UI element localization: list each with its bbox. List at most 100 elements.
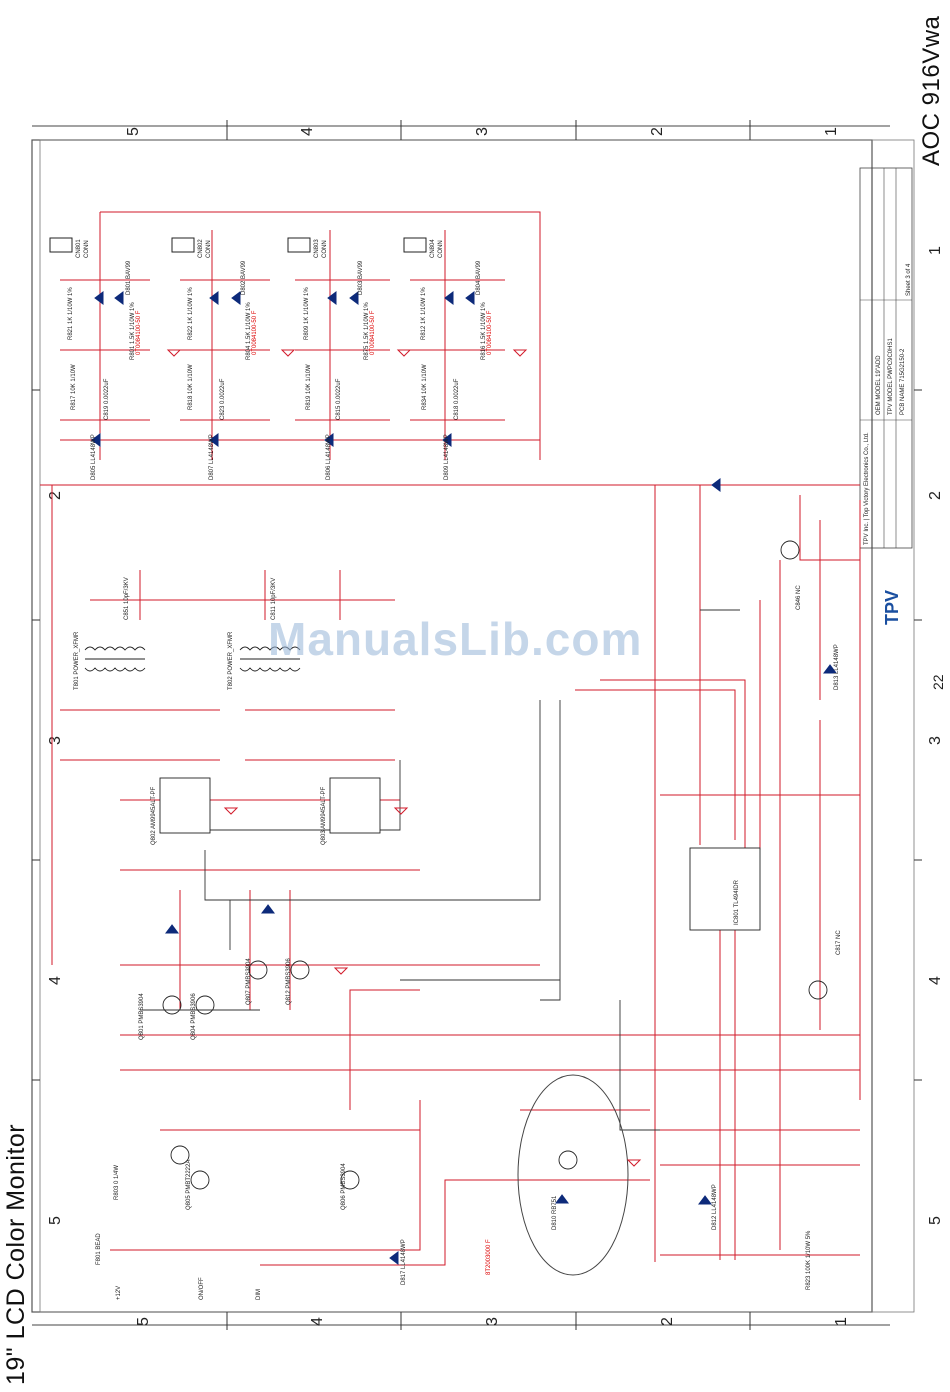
- document-title-left: 19" LCD Color Monitor: [2, 1123, 30, 1385]
- label-ic801: IC801 TL494IDR: [734, 879, 740, 925]
- label-r818: R818 10K 1/10W: [188, 364, 194, 410]
- grid-left-1: 2: [47, 491, 64, 500]
- grid-top-5: 1: [823, 127, 840, 136]
- label-c819: C819 0.0022uF: [104, 378, 110, 420]
- note-red-1: 0T0084100-50 F: [136, 310, 142, 355]
- diode-d807: [209, 433, 219, 447]
- transistor-q804: [195, 995, 215, 1015]
- ic-q803: [329, 777, 381, 834]
- transistor-q809b: [780, 540, 800, 560]
- label-r817: R817 10K 1/10W: [71, 364, 77, 410]
- driver-ics: [159, 777, 761, 931]
- diode-d809: [442, 433, 452, 447]
- grid-right-1: 1: [927, 246, 944, 255]
- document-title-right: AOC 916Vwa: [918, 15, 945, 166]
- label-r812: R812 1K 1/10W 1%: [421, 287, 427, 340]
- grid-top-1: 5: [125, 127, 142, 136]
- diode-d814: [823, 664, 837, 674]
- grid-top-4: 2: [649, 127, 666, 136]
- label-q804: Q804 PMBS3906: [191, 993, 197, 1040]
- transistor-q809: [170, 1145, 190, 1165]
- label-r803: R803 0 1/4W: [114, 1165, 120, 1200]
- label-t801: T801 POWER_XFMR: [74, 631, 80, 690]
- label-c846: C846 NC: [796, 585, 802, 610]
- note-red-5: 8T2003000 F: [486, 1239, 492, 1275]
- label-c811: C811 10pF/3KV: [271, 578, 277, 620]
- label-r816: R816 1.5K 1/10W 1%: [481, 302, 487, 360]
- grid-right-3: 3: [927, 736, 944, 745]
- grid-right-2: 2: [927, 491, 944, 500]
- transistor-q805: [190, 1170, 210, 1190]
- label-c818: C818 0.0022uF: [454, 378, 460, 420]
- ic-q802: [159, 777, 211, 834]
- label-q805: Q805 PMBT2222A: [186, 1160, 192, 1210]
- label-r823: R823 100K 1/10W 5%: [806, 1230, 812, 1290]
- transformer-t802: [239, 646, 301, 672]
- cn804-ref: CN804: [430, 239, 436, 258]
- transformers: [84, 646, 301, 672]
- label-c815: C815 0.0022uF: [336, 378, 342, 420]
- inner-frame: [39, 139, 915, 1313]
- label-dim: DIM: [256, 1289, 262, 1300]
- watermark: ManualsLib.com: [268, 613, 643, 665]
- grid-top-2: 4: [299, 127, 316, 136]
- outer-frame: [31, 139, 873, 1313]
- cn802-type: CONN: [206, 240, 212, 258]
- label-q802: Q802 AM9945ALT-PF: [151, 786, 157, 845]
- grid-bottom-1: 5: [135, 1317, 152, 1326]
- diode-d802: [209, 291, 241, 305]
- label-d803: D803 BAV99: [358, 260, 364, 295]
- transistor-q812: [290, 960, 310, 980]
- label-t802: T802 POWER_XFMR: [228, 631, 234, 690]
- label-onoff: ON/OFF: [199, 1277, 205, 1300]
- grid-bottom-3: 3: [484, 1317, 501, 1326]
- transistors: [162, 540, 828, 1190]
- transistor-q801: [162, 995, 182, 1015]
- diode-pairs: [91, 291, 837, 1265]
- label-r804: R804 1.5K 1/10W 1%: [246, 302, 252, 360]
- grid-left-2: 3: [47, 736, 64, 745]
- title-row-3: TPV MODEL PWPC9C0HS1: [888, 338, 894, 415]
- connector-cn804: [403, 237, 427, 253]
- label-c823: C823 0.0022uF: [220, 378, 226, 420]
- diode-d801: [94, 291, 124, 305]
- title-row-2: OEM MODEL 19"ADD: [876, 355, 882, 415]
- label-c851: C851 10pF/3KV: [124, 577, 130, 620]
- grid-bottom-5: 1: [833, 1317, 850, 1326]
- connectors: [49, 237, 427, 253]
- label-d805: D805 LL4148WP: [91, 434, 97, 480]
- label-q812: Q812 PMBS3906: [286, 958, 292, 1005]
- note-red-2: 0T0084100-50 F: [252, 310, 258, 355]
- label-plus12v: +12V: [116, 1286, 122, 1300]
- label-d817: D817 LL4148WP: [401, 1239, 407, 1285]
- diode-d810: [555, 1194, 569, 1204]
- connector-cn802: [171, 237, 195, 253]
- page-number: 22: [930, 674, 946, 690]
- diode-d805: [91, 433, 101, 447]
- label-d812: D812 LL4148WP: [712, 1184, 718, 1230]
- title-block: TPV Inc. | Top Victory Electronics Co., …: [859, 167, 913, 625]
- grid-bottom-4: 2: [659, 1317, 676, 1326]
- label-q803: Q803 AM9945ALT-PF: [321, 786, 327, 845]
- label-d804: D804 BAV99: [476, 260, 482, 295]
- transistor-q807: [248, 960, 268, 980]
- cn803-type: CONN: [322, 240, 328, 258]
- label-d802: D802 BAV99: [241, 260, 247, 295]
- label-q801: Q801 PMBS3904: [139, 993, 145, 1040]
- diode-d811: [261, 904, 275, 914]
- label-r801: R801 1.5K 1/10W 1%: [130, 302, 136, 360]
- label-f801: F801 BEAD: [96, 1233, 102, 1265]
- label-d813: D813 LL4148WP: [834, 644, 840, 690]
- wiring: [40, 211, 861, 1266]
- title-row-1: TPV Inc. | Top Victory Electronics Co., …: [864, 432, 870, 545]
- label-r821: R821 1K 1/10W 1%: [68, 287, 74, 340]
- diode-d817: [389, 1251, 399, 1265]
- transistor-q806: [340, 1170, 360, 1190]
- cn802-ref: CN802: [198, 239, 204, 258]
- label-c817: C817 NC: [836, 930, 842, 955]
- cn801-ref: CN801: [76, 239, 82, 258]
- cn803-ref: CN803: [314, 239, 320, 258]
- label-q807: Q807 PMBS3904: [246, 958, 252, 1005]
- diode-d808: [711, 478, 721, 492]
